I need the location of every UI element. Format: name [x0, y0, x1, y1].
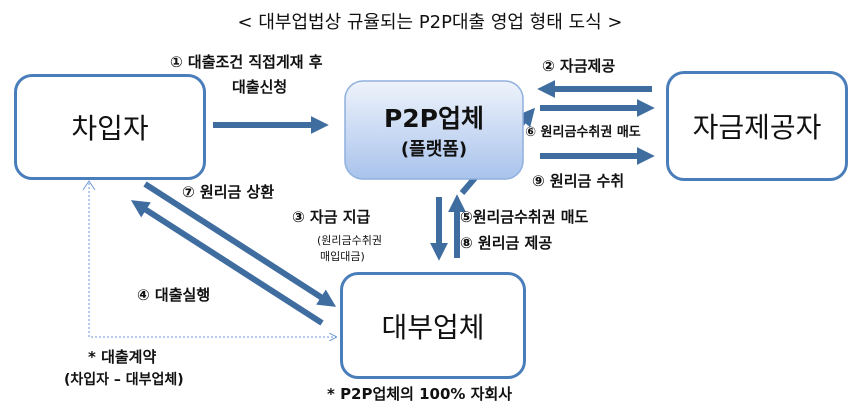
label-step3-note1: (원리금수취권 [317, 234, 383, 247]
label-step5: ⑤원리금수취권 매도 [460, 208, 589, 226]
arrow-step4 [130, 200, 324, 326]
node-p2p-sublabel: (플랫폼) [400, 139, 468, 160]
node-borrower-label: 차입자 [71, 112, 149, 145]
diagram-title: < 대부업법상 규율되는 P2P대출 영업 형태 도식 > [237, 12, 623, 33]
node-lender-label: 대부업체 [381, 310, 485, 344]
label-step8: ⑧ 원리금 제공 [460, 234, 553, 252]
label-step3: ③ 자금 지급 [292, 208, 371, 226]
contract-dotted-line [88, 183, 336, 337]
arrow-step7 [143, 181, 337, 307]
node-funder-label: 자금제공자 [692, 111, 822, 144]
p2p-box-bg [344, 80, 524, 180]
label-footnote: * P2P업체의 100% 자회사 [327, 385, 513, 403]
label-step1-line1: ① 대출조건 직접게재 후 [170, 53, 323, 71]
node-p2p: P2P업체 (플랫폼) [345, 81, 523, 179]
label-contract-line1: * 대출계약 [88, 348, 157, 366]
label-step9: ⑨ 원리금 수취 [532, 172, 625, 190]
label-step4: ④ 대출실행 [137, 286, 211, 304]
label-step6: ⑥ 원리금수취권 매도 [525, 125, 641, 140]
node-funder: 자금제공자 [666, 71, 848, 181]
node-p2p-label: P2P업체 [383, 104, 485, 133]
node-lender: 대부업체 [340, 272, 526, 379]
label-step2: ② 자금제공 [542, 57, 616, 75]
label-step3-note2: 매입대금) [320, 250, 365, 263]
node-borrower: 차입자 [14, 74, 206, 180]
label-step7: ⑦ 원리금 상환 [182, 183, 275, 201]
label-contract-line2: (차입자 – 대부업체) [64, 372, 184, 388]
label-step1-line2: 대출신청 [232, 78, 288, 96]
